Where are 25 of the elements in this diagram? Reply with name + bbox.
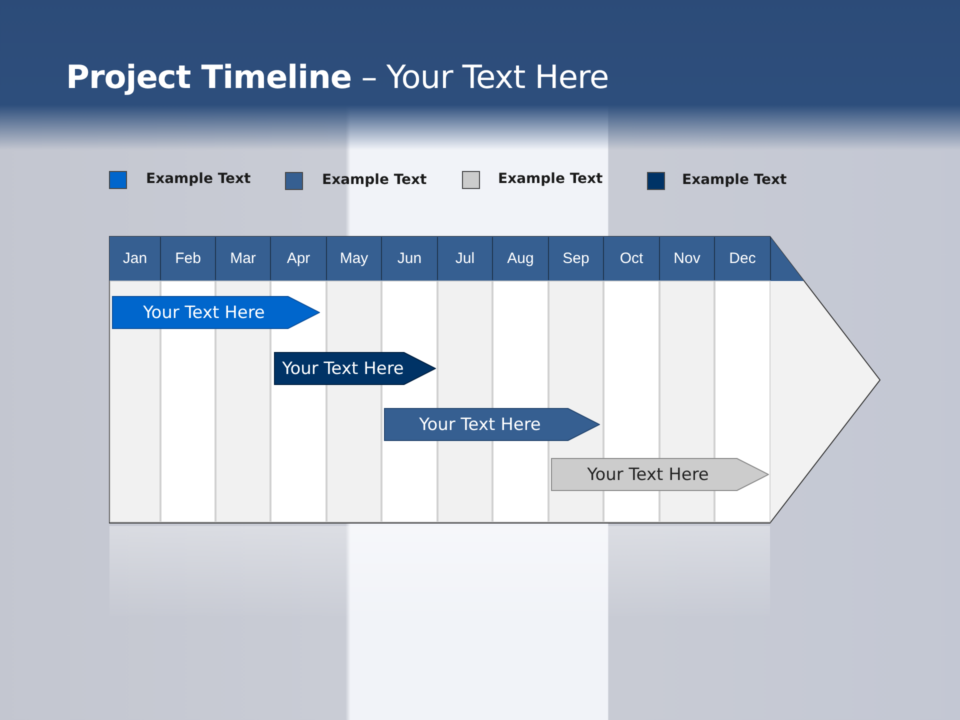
month-header: Oct (604, 237, 660, 280)
month-header: Jun (382, 237, 438, 280)
task-bar (551, 458, 769, 491)
legend-label: Example Text (682, 172, 787, 188)
legend-label: Example Text (322, 172, 427, 188)
month-header: Apr (271, 237, 327, 280)
month-header: Dec (715, 237, 771, 280)
task-bar (274, 352, 436, 385)
task-label: Your Text Here (282, 358, 404, 378)
month-header: May (327, 237, 382, 280)
legend-label: Example Text (146, 171, 251, 187)
month-header: Nov (660, 237, 715, 280)
task-bar (384, 408, 600, 441)
month-header: Jan (110, 237, 161, 280)
legend-label: Example Text (498, 171, 603, 187)
month-header: Jul (438, 237, 493, 280)
slide-title: Project Timeline – Your Text Here (66, 58, 609, 96)
month-header: Mar (216, 237, 271, 280)
month-header: Aug (493, 237, 549, 280)
month-header: Sep (549, 237, 604, 280)
task-label: Your Text Here (419, 414, 541, 434)
task-bar (112, 296, 320, 329)
month-header: Feb (161, 237, 216, 280)
task-label: Your Text Here (587, 464, 709, 484)
task-label: Your Text Here (143, 302, 265, 322)
